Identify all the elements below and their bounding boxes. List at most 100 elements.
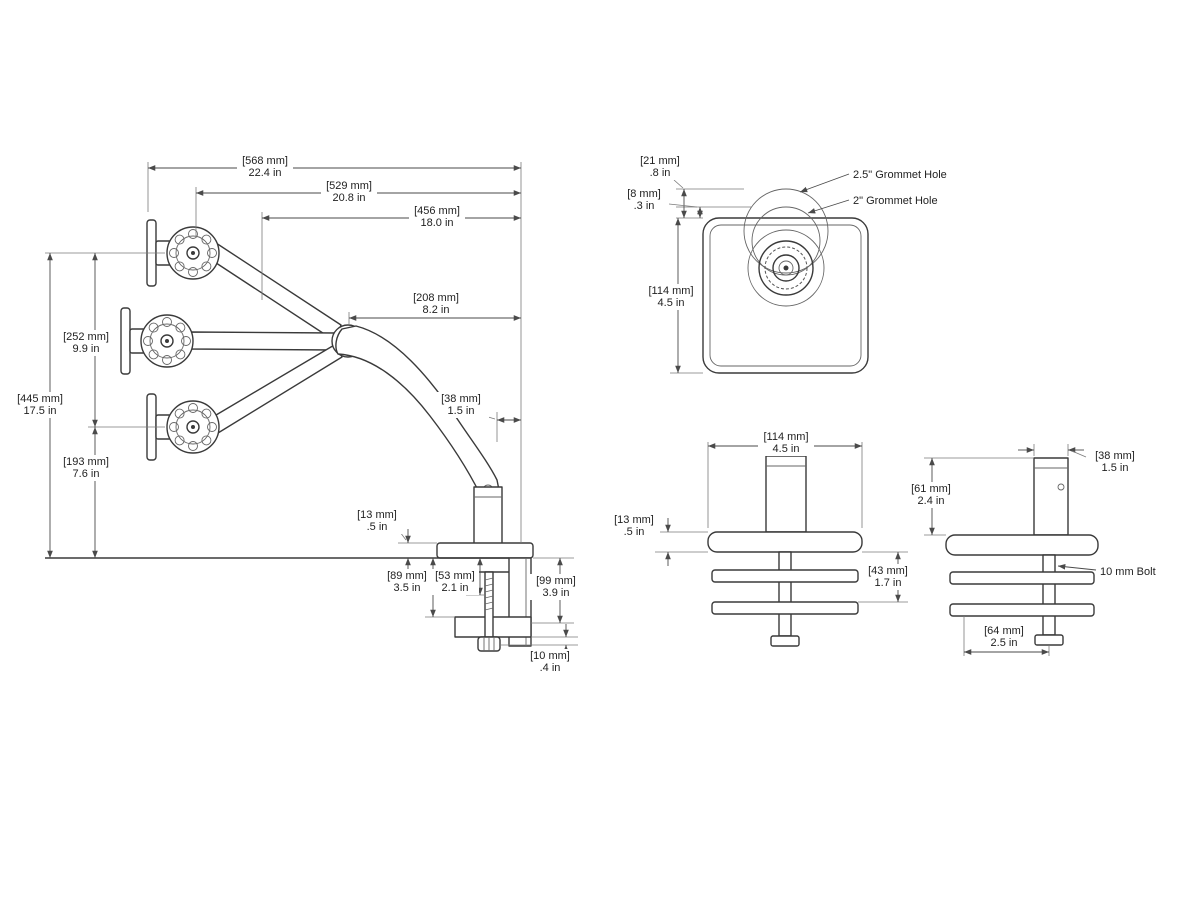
bolt-core xyxy=(778,260,794,276)
clamp-top-plate xyxy=(436,542,534,559)
clamp-bolt-shaft xyxy=(778,551,792,637)
side-view: [568 mm] 22.4 in [529 mm] 20.8 in [456 m… xyxy=(12,154,584,675)
dim-43-in: 1.7 in xyxy=(875,577,902,589)
dim-13-in: .5 in xyxy=(367,521,388,533)
dim-529-mm: [529 mm] xyxy=(326,180,372,192)
clamp-screw-rod xyxy=(484,571,494,638)
note-10mm-bolt: 10 mm Bolt xyxy=(1100,566,1156,578)
dim-89-in: 3.5 in xyxy=(394,582,421,594)
dim-13-mm: [13 mm] xyxy=(357,509,397,521)
clamp-screw-threads xyxy=(484,577,494,611)
arm-upper-link-top xyxy=(206,240,342,342)
dim-568-in: 22.4 in xyxy=(248,167,281,179)
dim-445-in: 17.5 in xyxy=(23,405,56,417)
dim-13-front-mm: [13 mm] xyxy=(614,514,654,526)
clamp-disc xyxy=(707,531,863,553)
dim-114-front-mm: [114 mm] xyxy=(763,431,808,443)
clamp-front-view: [114 mm] 4.5 in [13 mm] .5 in [43 mm] 1.… xyxy=(608,430,915,647)
monitor-head-mid-position xyxy=(120,307,194,375)
clamp-side-labels: [38 mm] 1.5 in [61 mm] 2.4 in 10 mm Bolt… xyxy=(903,449,1156,650)
forearm-spring-arm xyxy=(335,325,500,495)
dim-61-mm: [61 mm] xyxy=(911,483,951,495)
dim-99-mm: [99 mm] xyxy=(536,575,576,587)
clamp-bolt-washer-side xyxy=(1034,634,1064,646)
bolt-boss-outer xyxy=(747,229,825,307)
clamp-bar-lower xyxy=(711,601,859,615)
dim-568-mm: [568 mm] xyxy=(242,155,288,167)
label-bg xyxy=(381,569,431,595)
dim-10-in: .4 in xyxy=(540,662,561,674)
base-plate-inner xyxy=(709,224,862,367)
label-bg xyxy=(58,455,114,481)
label-bg xyxy=(409,204,465,230)
label-bg xyxy=(758,430,814,456)
post-set-screw xyxy=(1057,483,1065,491)
label-bg xyxy=(432,569,479,595)
label-bg xyxy=(408,291,464,317)
bolt-center xyxy=(783,265,789,271)
dim-21-mm: [21 mm] xyxy=(640,155,680,167)
dim-208-mm: [208 mm] xyxy=(413,292,459,304)
label-bg xyxy=(634,154,686,180)
dim-64-in: 2.5 in xyxy=(991,637,1018,649)
label-bg xyxy=(528,574,584,600)
clamp-side-extension-lines xyxy=(924,444,1069,656)
dim-252-in: 9.9 in xyxy=(73,343,100,355)
dim-64-mm: [64 mm] xyxy=(984,625,1024,637)
clamp-side-view: [38 mm] 1.5 in [61 mm] 2.4 in 10 mm Bolt… xyxy=(903,444,1156,656)
clamp-bolt-shaft-side xyxy=(1042,554,1056,636)
dim-43-mm: [43 mm] xyxy=(868,565,908,577)
base-top-view: [21 mm] .8 in [8 mm] .3 in [114 mm] 4.5 … xyxy=(619,154,947,374)
dim-114-top-in: 4.5 in xyxy=(658,297,685,309)
dim-10-mm: [10 mm] xyxy=(530,650,570,662)
dim-38-mm: [38 mm] xyxy=(441,393,481,405)
label-bg xyxy=(522,649,578,675)
dim-99-in: 3.9 in xyxy=(543,587,570,599)
clamp-disc-side xyxy=(945,534,1099,556)
label-bg xyxy=(58,330,114,356)
dim-61-in: 2.4 in xyxy=(918,495,945,507)
label-bg xyxy=(1088,449,1143,475)
side-labels: [568 mm] 22.4 in [529 mm] 20.8 in [456 m… xyxy=(12,154,584,675)
dim-252-mm: [252 mm] xyxy=(63,331,109,343)
label-bg xyxy=(608,513,660,539)
label-bg xyxy=(321,179,377,205)
clamp-bar-upper-side xyxy=(949,571,1095,585)
arm-upper-link-bottom xyxy=(210,343,343,434)
dim-456-in: 18.0 in xyxy=(420,217,453,229)
clamp-bar-upper xyxy=(711,569,859,583)
grommet-hole-2-5in xyxy=(743,188,829,274)
clamp-side-drawing xyxy=(945,457,1099,646)
label-bg xyxy=(12,392,68,418)
label-bg xyxy=(619,187,669,213)
dim-193-in: 7.6 in xyxy=(73,468,100,480)
label-bg xyxy=(237,154,293,180)
dim-21-in: .8 in xyxy=(650,167,671,179)
bolt-boss xyxy=(758,240,814,296)
bolt-inner-ring xyxy=(772,254,800,282)
dim-38-in: 1.5 in xyxy=(448,405,475,417)
dim-13-front-in: .5 in xyxy=(624,526,645,538)
riser-column xyxy=(473,486,503,546)
clamp-post-side xyxy=(1033,457,1069,536)
clamp-bolt-washer xyxy=(770,635,800,647)
top-labels: [21 mm] .8 in [8 mm] .3 in [114 mm] 4.5 … xyxy=(619,154,947,310)
dim-8-in: .3 in xyxy=(634,200,655,212)
label-bg xyxy=(433,392,489,418)
dim-8-mm: [8 mm] xyxy=(627,188,661,200)
clamp-front-drawing xyxy=(707,455,863,647)
top-extension-lines xyxy=(670,188,752,374)
dim-208-in: 8.2 in xyxy=(423,304,450,316)
note-grommet-2-5in: 2.5" Grommet Hole xyxy=(853,169,947,181)
label-bg xyxy=(903,482,959,508)
dim-114-front-in: 4.5 in xyxy=(773,443,800,455)
arm-upper-link-mid xyxy=(189,331,337,351)
base-plate-drawing xyxy=(702,188,869,374)
dim-38-side-in: 1.5 in xyxy=(1102,462,1129,474)
note-grommet-2in: 2" Grommet Hole xyxy=(853,195,938,207)
clamp-front-extension-lines xyxy=(655,442,908,603)
bolt-gear-ring xyxy=(764,246,808,290)
dim-53-in: 2.1 in xyxy=(442,582,469,594)
